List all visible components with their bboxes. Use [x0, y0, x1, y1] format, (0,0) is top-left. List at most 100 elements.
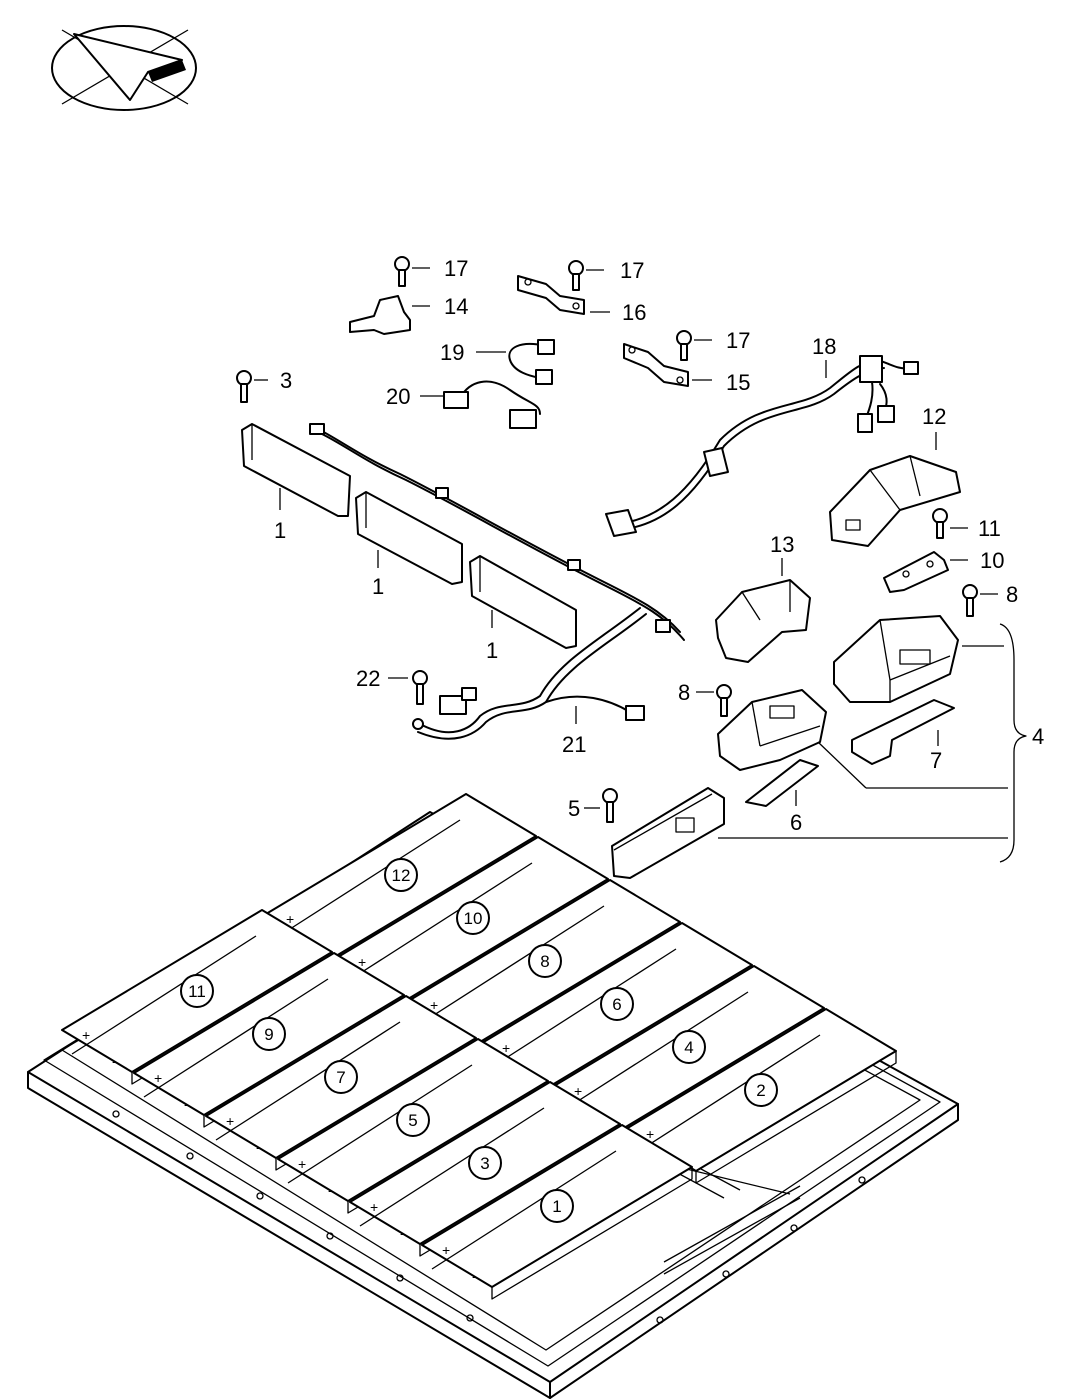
plus-terminal: + — [358, 954, 366, 970]
minus-terminal: - — [256, 1139, 261, 1155]
module-number-10: 10 — [464, 909, 483, 928]
battery-module-7: 7 + - — [205, 995, 477, 1171]
plus-terminal: + — [442, 1242, 450, 1258]
minus-terminal: - — [112, 1053, 117, 1069]
cover-13 — [715, 579, 811, 663]
plus-terminal: + — [370, 1199, 378, 1215]
gasket-6 — [745, 759, 819, 807]
callout-21: 21 — [562, 732, 586, 757]
callout-1-right: 1 — [486, 638, 498, 663]
module-number-3: 3 — [480, 1154, 489, 1173]
callout-20: 20 — [386, 384, 410, 409]
module-number-1: 1 — [552, 1197, 561, 1216]
module-number-circle — [396, 1103, 430, 1137]
callout-1-left: 1 — [274, 518, 286, 543]
bracket-16 — [517, 275, 585, 315]
module-number-circle — [528, 944, 562, 978]
plus-terminal: + — [82, 1027, 90, 1043]
callout-15: 15 — [726, 370, 750, 395]
screw-17a — [394, 256, 410, 287]
module-number-5: 5 — [408, 1111, 417, 1130]
plus-terminal: + — [502, 1040, 510, 1056]
screw-17c — [676, 330, 692, 361]
plus-terminal: + — [154, 1070, 162, 1086]
screw-11 — [932, 508, 948, 539]
module-number-12: 12 — [392, 866, 411, 885]
callout-22: 22 — [356, 666, 380, 691]
module-number-circle — [384, 858, 418, 892]
bracket-14 — [349, 295, 411, 335]
plus-terminal: + — [286, 911, 294, 927]
callout-10: 10 — [980, 548, 1004, 573]
plus-terminal: + — [298, 1156, 306, 1172]
battery-module-8: 8+- — [409, 879, 681, 1055]
control-unit-upper — [833, 615, 959, 703]
module-number-11: 11 — [188, 982, 206, 1001]
callout-17a: 17 — [444, 256, 468, 281]
plus-terminal: + — [430, 997, 438, 1013]
callout-14: 14 — [444, 294, 468, 319]
screws — [236, 256, 978, 823]
module-number-circle — [672, 1030, 706, 1064]
module-number-circle — [456, 901, 490, 935]
bracket-15 — [623, 343, 689, 387]
control-unit-middle — [717, 689, 827, 771]
module-number-circle — [540, 1189, 574, 1223]
module-number-2: 2 — [756, 1081, 765, 1100]
control-unit-lower — [611, 787, 725, 879]
minus-terminal: - — [472, 1268, 477, 1284]
battery-modules: 12+-10+-8+-6+-4+-2+-11+-9+-7+-5+-3+-1+- — [61, 793, 897, 1300]
battery-module-10: 10+- — [337, 836, 609, 1012]
callout-4: 4 — [1032, 724, 1044, 749]
bracket-10 — [883, 551, 949, 593]
module-number-circle — [468, 1146, 502, 1180]
screw-8a — [962, 584, 978, 617]
direction-arrow-icon — [51, 25, 197, 111]
callout-16: 16 — [622, 300, 646, 325]
callout-18: 18 — [812, 334, 836, 359]
module-number-4: 4 — [684, 1038, 693, 1057]
tray-holes — [112, 1110, 866, 1324]
minus-terminal: - — [400, 1225, 405, 1241]
callout-3: 3 — [280, 368, 292, 393]
callout-17b: 17 — [620, 258, 644, 283]
plus-terminal: + — [646, 1126, 654, 1142]
module-number-9: 9 — [264, 1025, 273, 1044]
screw-17b — [568, 260, 584, 291]
callout-8-upper: 8 — [1006, 582, 1018, 607]
battery-module-1: 1 + - — [421, 1124, 693, 1300]
callout-17c: 17 — [726, 328, 750, 353]
plus-terminal: + — [574, 1083, 582, 1099]
plus-terminal: + — [226, 1113, 234, 1129]
minus-terminal: - — [184, 1096, 189, 1112]
module-number-circle — [600, 987, 634, 1021]
callout-11: 11 — [978, 516, 1001, 541]
callout-19: 19 — [440, 340, 464, 365]
module-number-circle — [180, 974, 214, 1008]
cover-12 — [829, 455, 961, 547]
cable-19 — [508, 339, 555, 385]
screw-8b — [716, 684, 732, 717]
module-number-7: 7 — [336, 1068, 345, 1087]
module-number-circle — [324, 1060, 358, 1094]
callout-5: 5 — [568, 796, 580, 821]
callouts: 3 17 14 17 16 17 15 19 20 18 12 11 10 8 … — [274, 256, 1044, 835]
module-number-circle — [744, 1073, 778, 1107]
callout-6: 6 — [790, 810, 802, 835]
screw-22 — [412, 670, 428, 705]
cable-20 — [443, 380, 541, 429]
leader-lines — [254, 267, 1027, 863]
battery-module-2: 2+- — [625, 1008, 897, 1184]
callout-7: 7 — [930, 748, 942, 773]
module-number-circle — [252, 1017, 286, 1051]
module-number-6: 6 — [612, 995, 621, 1014]
callout-12: 12 — [922, 404, 946, 429]
minus-terminal: - — [328, 1182, 333, 1198]
wiring-harness-18 — [605, 355, 919, 537]
callout-1-middle: 1 — [372, 574, 384, 599]
battery-module-9: 9 + - — [133, 952, 405, 1128]
cover-modules-1 — [241, 423, 577, 649]
screw-5 — [602, 788, 618, 823]
